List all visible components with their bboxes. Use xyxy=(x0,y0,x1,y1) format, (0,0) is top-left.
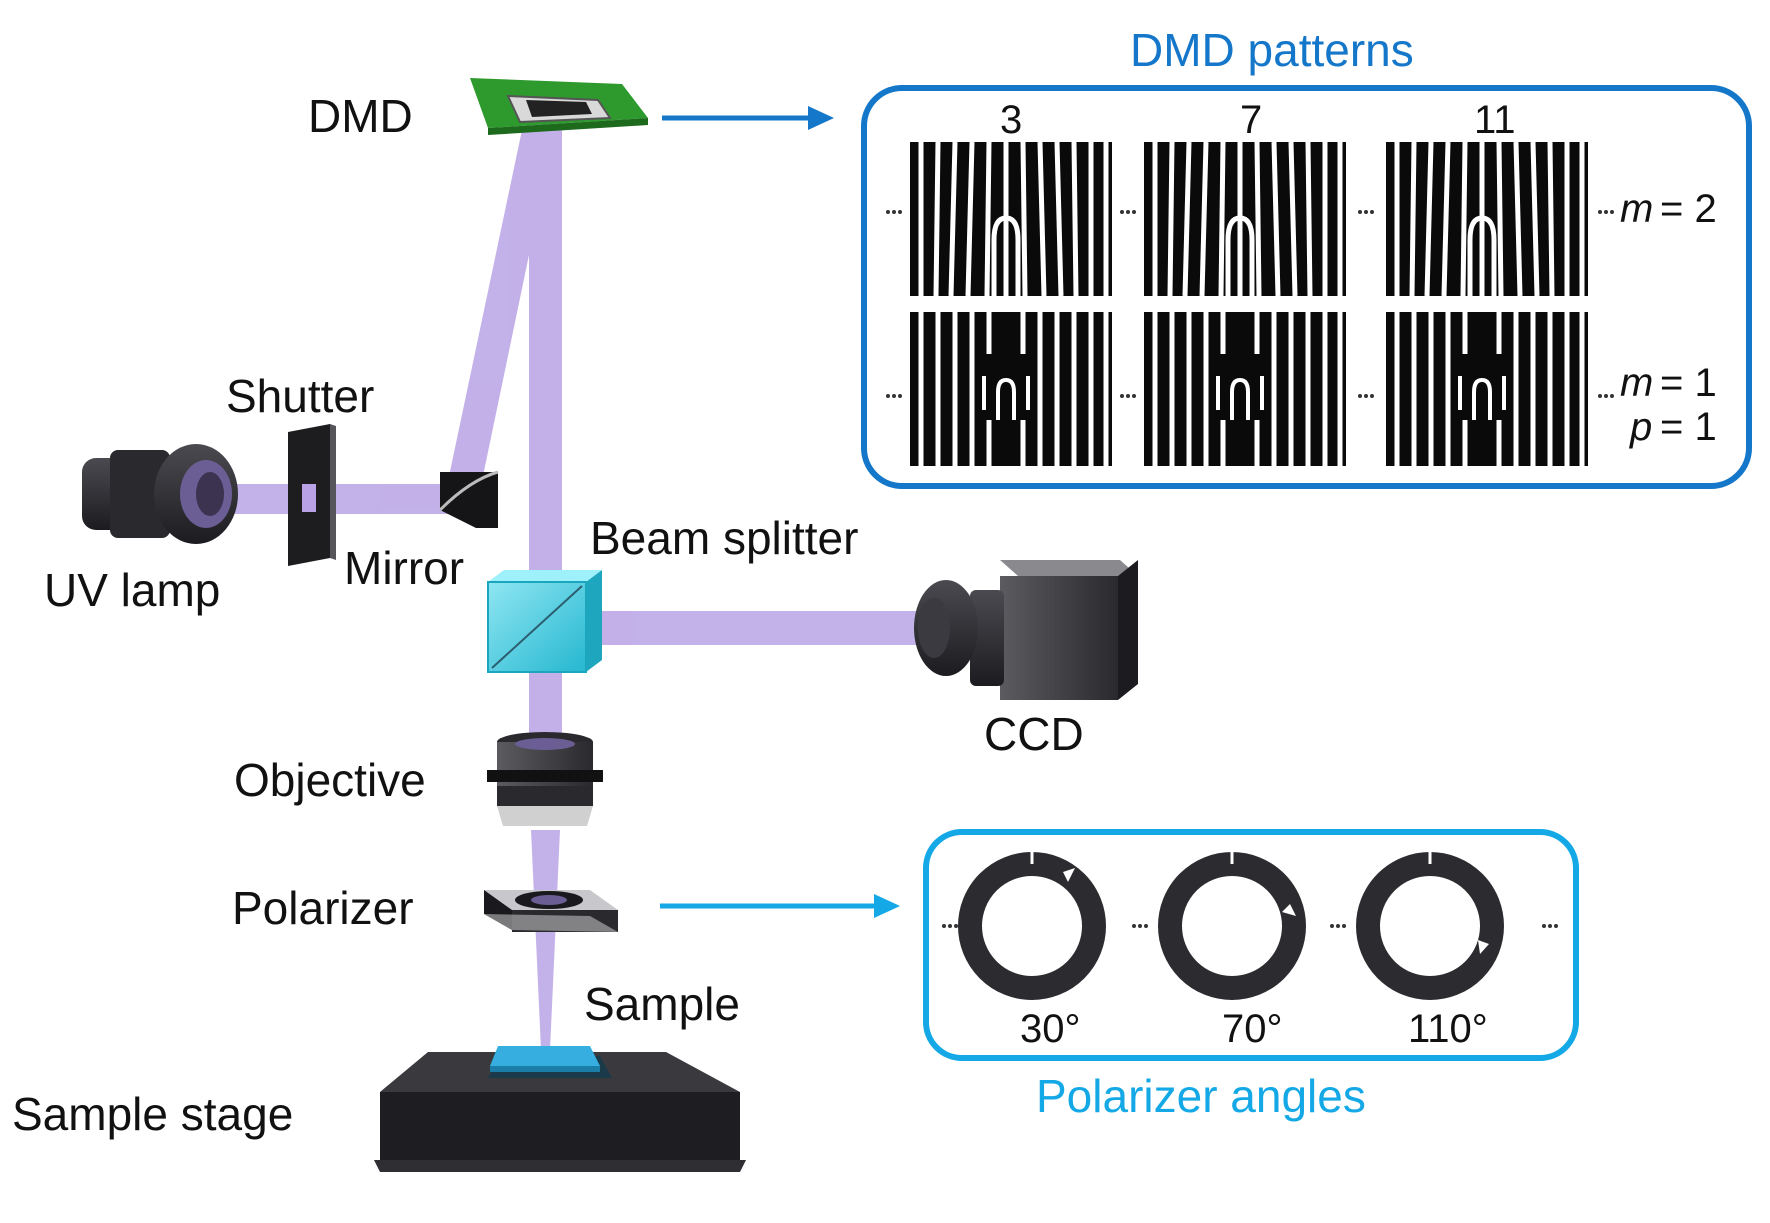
beam-splitter-to-ccd xyxy=(585,611,920,645)
pattern-tile xyxy=(1386,142,1588,296)
pattern-column-label: 11 xyxy=(1474,98,1516,142)
pattern-tile xyxy=(910,142,1112,296)
polarizer-angle-dial xyxy=(1158,852,1306,1000)
pattern-column-label: 3 xyxy=(1000,98,1022,142)
shutter-label: Shutter xyxy=(226,370,374,422)
row1-m-symbol: m xyxy=(1620,187,1653,231)
polarizer-angle-label: 30° xyxy=(1020,1007,1081,1051)
shutter xyxy=(288,424,336,566)
pattern-tile xyxy=(1386,312,1588,466)
row2-p-value: = 1 xyxy=(1660,405,1717,449)
beam-splitter-label: Beam splitter xyxy=(590,512,858,564)
row1-m-value: = 2 xyxy=(1660,187,1717,231)
pattern-tile xyxy=(1144,312,1346,466)
uv-lamp-label: UV lamp xyxy=(44,564,220,616)
ellipsis-dots xyxy=(886,210,1614,398)
light-beams xyxy=(205,130,920,1050)
ccd-label: CCD xyxy=(984,708,1084,760)
arrow-to-dmd-patterns xyxy=(662,106,834,130)
pattern-tile xyxy=(1144,142,1346,296)
row2-p-symbol: p xyxy=(1629,405,1652,449)
polarizer-angle-label: 110° xyxy=(1408,1007,1488,1051)
arrow-to-polarizer-angles xyxy=(660,894,900,918)
sample xyxy=(490,1046,600,1072)
pattern-tile xyxy=(910,312,1112,466)
polarizer-angle-dial xyxy=(1356,852,1504,1000)
ccd-camera xyxy=(914,560,1138,700)
polarizer-label: Polarizer xyxy=(232,882,414,934)
dmd-label: DMD xyxy=(308,90,413,142)
mirror xyxy=(438,470,499,528)
beam-focus-to-sample xyxy=(531,830,560,1050)
sample-stage xyxy=(374,1052,746,1172)
polarizer-angle-dial xyxy=(958,852,1106,1000)
beam-splitter xyxy=(487,570,602,673)
row2-m-symbol: m xyxy=(1620,361,1653,405)
polarizer-angles-title: Polarizer angles xyxy=(1036,1070,1366,1122)
pattern-column-label: 7 xyxy=(1240,98,1262,142)
row2-m-value: = 1 xyxy=(1660,361,1717,405)
sample-label: Sample xyxy=(584,978,740,1030)
polarizer xyxy=(484,890,618,932)
beam-mirror-to-dmd xyxy=(444,130,555,500)
uv-lamp xyxy=(82,444,238,544)
polarizer-angle-label: 70° xyxy=(1222,1007,1283,1051)
mirror-label: Mirror xyxy=(344,542,464,594)
sample-stage-label: Sample stage xyxy=(12,1088,293,1140)
objective-lens xyxy=(487,732,603,826)
objective-label: Objective xyxy=(234,754,426,806)
dmd-device xyxy=(470,78,648,135)
dmd-patterns-title: DMD patterns xyxy=(1130,24,1414,76)
ellipsis-dots xyxy=(942,924,1558,928)
